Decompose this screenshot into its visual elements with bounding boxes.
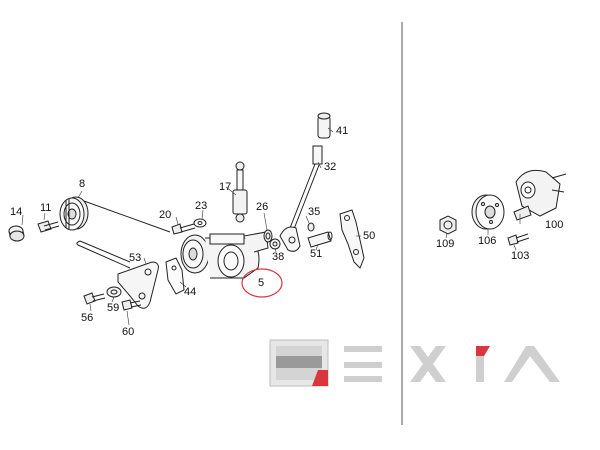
part-32-rod <box>279 145 323 252</box>
label-part-41: 41 <box>336 125 349 137</box>
part-8-pulley <box>59 196 89 231</box>
label-part-11: 11 <box>40 202 52 214</box>
leader-lines <box>21 127 521 326</box>
belt <box>76 200 171 269</box>
part-35-pin <box>307 222 315 232</box>
label-part-5: 5 <box>258 277 265 289</box>
part-103-bolt <box>507 233 530 246</box>
label-part-8: 8 <box>79 178 86 190</box>
label-part-103: 103 <box>511 250 530 262</box>
label-part-60: 60 <box>122 326 135 338</box>
label-part-26: 26 <box>256 201 269 213</box>
part-106-hub <box>471 194 505 230</box>
label-part-106: 106 <box>478 235 497 247</box>
label-part-35: 35 <box>308 206 321 218</box>
part-100-coupling <box>513 169 567 221</box>
label-part-20: 20 <box>159 209 172 221</box>
part-50-plate <box>339 209 365 269</box>
label-part-59: 59 <box>107 302 120 314</box>
label-part-32: 32 <box>324 161 337 173</box>
part-23-washer <box>193 218 207 228</box>
label-part-44: 44 <box>184 286 197 298</box>
part-44-gasket <box>165 257 185 295</box>
label-part-53: 53 <box>129 252 142 264</box>
label-part-100: 100 <box>545 219 564 231</box>
part-5-tensioner <box>180 231 269 279</box>
label-part-51: 51 <box>310 248 323 260</box>
part-56-bolt <box>83 292 106 305</box>
part-41-sleeve <box>317 112 331 139</box>
part-53-bracket <box>117 261 159 309</box>
part-14-cap <box>8 225 25 242</box>
part-109-nut <box>439 215 457 235</box>
part-38-washer <box>269 238 281 250</box>
watermark-logo <box>269 339 329 387</box>
label-part-23: 23 <box>195 200 208 212</box>
label-part-50: 50 <box>363 230 376 242</box>
label-part-17: 17 <box>219 181 232 193</box>
label-part-38: 38 <box>272 251 285 263</box>
label-part-109: 109 <box>436 238 455 250</box>
watermark-wordmark <box>344 346 560 382</box>
part-17-damper <box>232 161 248 223</box>
highlight-circle <box>241 268 283 298</box>
part-51-pin <box>307 231 333 248</box>
part-60-bolt <box>121 299 142 311</box>
label-part-56: 56 <box>81 312 94 324</box>
part-26-nut <box>263 229 273 243</box>
part-20-bolt <box>171 223 196 235</box>
part-11-bolt <box>37 220 60 233</box>
label-part-14: 14 <box>10 206 23 218</box>
part-59-washer <box>106 286 122 298</box>
